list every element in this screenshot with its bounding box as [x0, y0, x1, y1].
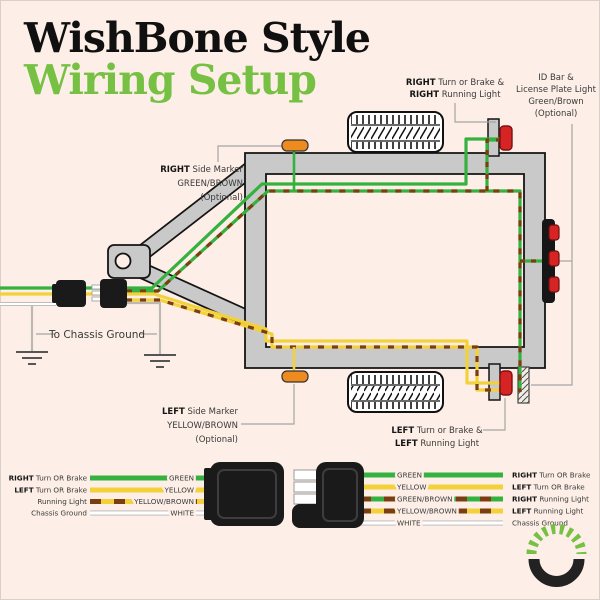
wishbone-tongue: [126, 161, 260, 330]
id-bar: [542, 219, 560, 303]
brand-logo: [526, 524, 587, 587]
left-marker-label-line3: (Optional): [195, 435, 238, 445]
ground-symbol-left: [16, 351, 48, 365]
right-marker-label-line1: RIGHT Side Marker: [160, 165, 243, 175]
id-bar-label-line1: ID Bar &: [538, 73, 574, 83]
legend-right-color-name: GREEN/BROWN: [397, 495, 453, 504]
legend-connector-male: [292, 462, 364, 528]
legend-left-row-label: RIGHT Turn OR Brake: [9, 474, 88, 483]
id-bar-label-line4: (Optional): [535, 109, 578, 119]
id-bar-label-line3: Green/Brown: [528, 97, 583, 107]
side-marker-bottom: [281, 370, 309, 383]
wire-yellow-brown-dash: [126, 298, 501, 392]
legend-left-color-name: YELLOW/BROWN: [133, 497, 194, 506]
legend-right-color-name: WHITE: [397, 519, 421, 528]
right-marker-label-line3: (Optional): [200, 193, 243, 203]
id-bar-label-line2: License Plate Light: [516, 85, 597, 95]
legend-right-row-label: RIGHT Running Light: [512, 495, 589, 504]
legend-right-row-label: LEFT Turn OR Brake: [512, 483, 585, 492]
legend-right-row-label: LEFT Running Light: [512, 507, 583, 516]
id-bar-light-2: [548, 250, 560, 267]
trailer-frame: [244, 152, 546, 369]
legend-left-color-name: YELLOW: [164, 486, 194, 495]
legend-right-row-label: RIGHT Turn OR Brake: [512, 471, 591, 480]
chassis-ground-label: To Chassis Ground: [48, 329, 145, 341]
left-marker-label-line1: LEFT Side Marker: [162, 407, 239, 417]
legend-right-color-name: GREEN: [397, 471, 422, 480]
page-title-line1: WishBone Style: [23, 14, 370, 62]
legend-right-row-label: Chassis Ground: [512, 519, 568, 528]
left-light-label-line1: LEFT Turn or Brake &: [391, 426, 483, 436]
left-light-label-line2: LEFT Running Light: [395, 439, 480, 449]
legend-right-color-name: YELLOW/BROWN: [396, 507, 457, 516]
connector-female: [52, 280, 86, 307]
license-plate-light: [517, 366, 530, 404]
wire-green-brown-light-dash: [485, 138, 501, 191]
ground-wire-right: [126, 301, 162, 354]
right-marker-label-line2: GREEN/BROWN: [177, 179, 243, 189]
legend-connector-female: [204, 462, 284, 526]
label-leader-lines: [36, 103, 573, 431]
page-title-line2: Wiring Setup: [23, 56, 316, 104]
tire-top: [347, 111, 444, 153]
left-tail-light: [499, 370, 513, 396]
ground-symbol-right: [144, 354, 176, 368]
legend-left-color-name: WHITE: [170, 509, 194, 518]
side-marker-top: [281, 139, 309, 152]
legend-left-row-label: Running Light: [37, 497, 87, 506]
wire-green-brown-base: [126, 189, 522, 392]
connector-male: [91, 279, 127, 308]
right-light-label-line2: RIGHT Running Light: [409, 90, 501, 100]
coupler: [107, 244, 151, 279]
legend-left-row-label: LEFT Turn OR Brake: [14, 486, 87, 495]
wire-yellow: [0, 292, 501, 385]
tire-bottom: [347, 371, 444, 413]
left-marker-label-line2: YELLOW/BROWN: [166, 421, 238, 431]
diagram-labels: RIGHT Turn or Brake & RIGHT Running Ligh…: [48, 73, 597, 449]
legend-left: RIGHT Turn OR Brake LEFT Turn OR Brake R…: [9, 462, 284, 526]
legend-right: GREEN YELLOW GREEN/BROWN YELLOW/BROWN WH…: [292, 462, 591, 530]
id-bar-light-3: [548, 276, 560, 293]
right-light-label-line1: RIGHT Turn or Brake &: [406, 78, 505, 88]
legend-left-row-label: Chassis Ground: [31, 509, 87, 518]
legend-right-color-name: YELLOW: [396, 483, 426, 492]
right-tail-light: [499, 125, 513, 151]
id-bar-light-1: [548, 224, 560, 241]
legend-left-color-name: GREEN: [169, 474, 194, 483]
